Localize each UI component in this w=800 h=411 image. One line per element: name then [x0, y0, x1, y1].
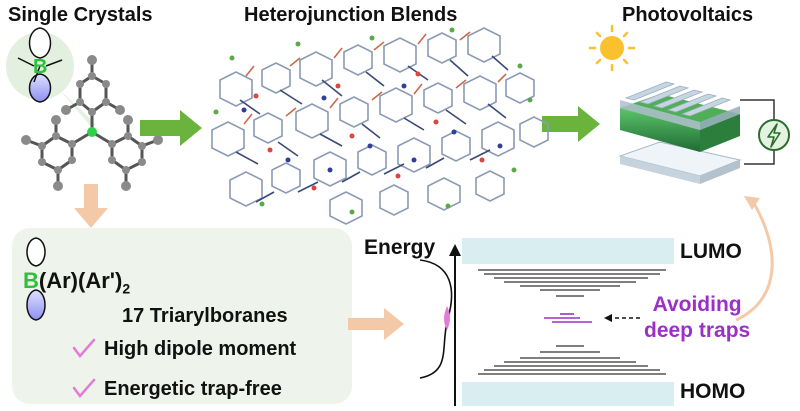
sun-icon [588, 24, 636, 72]
boron-orbital-bubble [6, 27, 96, 128]
energy-diagram [419, 238, 674, 406]
trap-label: Avoiding deep traps [644, 292, 750, 344]
check-icon-trap-free [72, 378, 96, 398]
energy-axis-label: Energy [364, 236, 436, 259]
title-photovoltaics: Photovoltaics [622, 4, 754, 26]
trap-label-line1: Avoiding [652, 293, 742, 316]
triarylborane-panel [12, 228, 352, 404]
trap-label-line2: deep traps [644, 319, 751, 342]
feature-energetic-trap-free: Energetic trap-free [104, 378, 282, 400]
arrow-to-photovoltaics [542, 106, 600, 142]
arrow-down-to-panel [74, 184, 108, 228]
heterojunction-atoms [213, 27, 533, 215]
triarylborane-molecule [21, 55, 163, 191]
homo-band [462, 382, 674, 406]
title-single-crystals: Single Crystals [8, 4, 153, 26]
formula-boron: B [23, 268, 39, 293]
homo-label: HOMO [680, 380, 746, 403]
formula-subscript: 2 [122, 280, 131, 297]
lumo-band [462, 238, 674, 264]
formula-aryl-groups: (Ar)(Ar') [38, 268, 123, 293]
borane-formula: B(Ar)(Ar')2 [23, 268, 130, 296]
lumo-label: LUMO [680, 240, 742, 263]
feature-high-dipole-moment: High dipole moment [104, 338, 297, 360]
lumo-states [478, 269, 666, 297]
heterojunction-crystal-packing [211, 27, 549, 225]
panel-boron-orbital [26, 237, 46, 321]
check-icon-dipole [72, 338, 96, 358]
solar-cell-device [618, 81, 742, 184]
trap-states [544, 313, 592, 323]
arrow-to-energy-diagram [348, 308, 404, 340]
circuit-wire [740, 99, 775, 165]
arrow-to-blends [140, 110, 202, 146]
arrow-trap-to-device [735, 199, 774, 322]
boron-symbol: B [33, 56, 47, 78]
compound-count-label: 17 Triarylboranes [122, 305, 288, 327]
power-icon [758, 119, 790, 151]
title-heterojunction-blends: Heterojunction Blends [244, 4, 458, 26]
homo-states [478, 345, 666, 375]
